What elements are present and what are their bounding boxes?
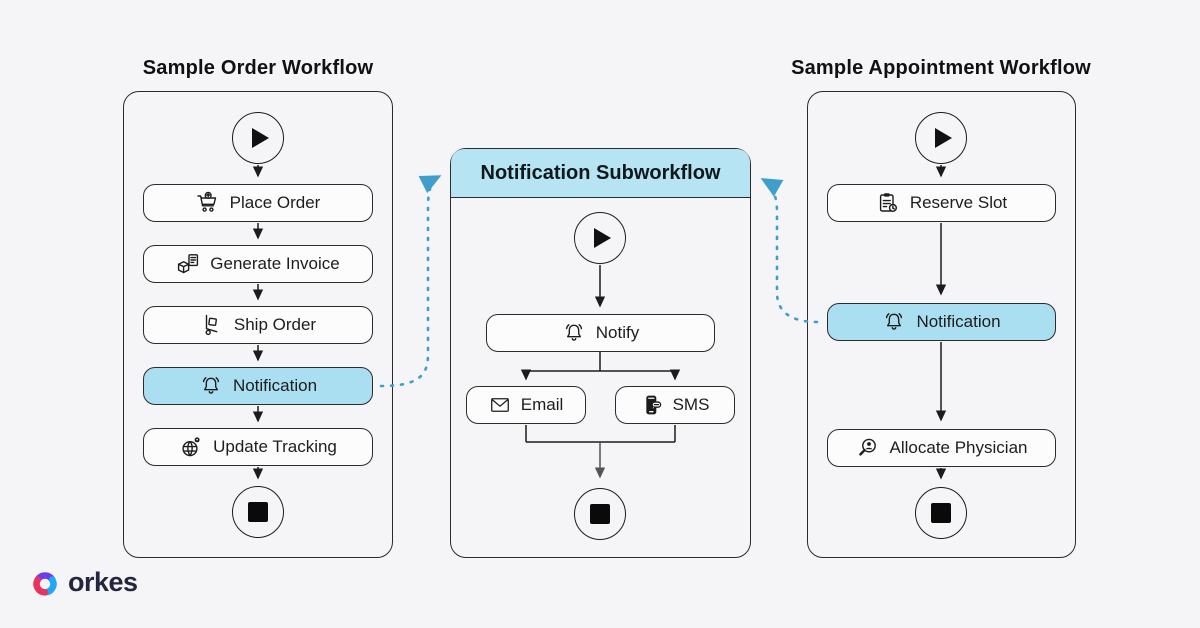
globe-pin-icon xyxy=(179,435,203,459)
node-label: Notify xyxy=(595,323,640,342)
subworkflow-header: Notification Subworkflow xyxy=(451,149,750,198)
stop-icon xyxy=(248,502,268,522)
appointment-start-node xyxy=(915,112,967,164)
appointment-workflow-panel xyxy=(807,91,1076,558)
clipboard-clock-icon xyxy=(876,191,900,215)
node-label: Reserve Slot xyxy=(909,193,1008,212)
node-email: Email xyxy=(466,386,586,424)
node-notification-appointment: Notification xyxy=(827,303,1056,341)
node-update-tracking: Update Tracking xyxy=(143,428,373,466)
order-end-node xyxy=(232,486,284,538)
stop-icon xyxy=(590,504,610,524)
node-sms: SMS xyxy=(615,386,735,424)
subworkflow-title: Notification Subworkflow xyxy=(480,161,721,184)
node-place-order: Place Order xyxy=(143,184,373,222)
node-label: Email xyxy=(520,395,564,414)
node-notification-order: Notification xyxy=(143,367,373,405)
subworkflow-panel: Notification Subworkflow xyxy=(450,148,751,558)
play-icon xyxy=(252,128,269,148)
node-notify: Notify xyxy=(486,314,715,352)
magnifier-person-icon xyxy=(856,436,880,460)
stop-icon xyxy=(931,503,951,523)
node-label: Generate Invoice xyxy=(210,254,340,273)
subworkflow-end-node xyxy=(574,488,626,540)
node-label: SMS xyxy=(672,395,710,414)
node-label: Place Order xyxy=(229,193,321,212)
handtruck-icon xyxy=(200,313,224,337)
play-icon xyxy=(935,128,952,148)
node-label: Notification xyxy=(232,376,318,395)
play-icon xyxy=(594,228,611,248)
envelope-icon xyxy=(489,394,511,416)
appointment-workflow-title: Sample Appointment Workflow xyxy=(791,57,1091,79)
order-start-node xyxy=(232,112,284,164)
node-label: Update Tracking xyxy=(213,437,337,456)
node-ship-order: Ship Order xyxy=(143,306,373,344)
orkes-logo-icon xyxy=(30,568,60,598)
node-label: Notification xyxy=(916,312,1001,331)
node-allocate-physician: Allocate Physician xyxy=(827,429,1056,467)
appointment-end-node xyxy=(915,487,967,539)
bell-icon xyxy=(199,374,223,398)
phone-sms-icon xyxy=(641,394,663,416)
node-generate-invoice: Generate Invoice xyxy=(143,245,373,283)
orkes-logo-text: orkes xyxy=(68,567,138,597)
node-label: Ship Order xyxy=(233,315,317,334)
node-reserve-slot: Reserve Slot xyxy=(827,184,1056,222)
node-label: Allocate Physician xyxy=(889,438,1028,457)
orkes-logo: orkes xyxy=(30,567,138,598)
bell-icon xyxy=(562,321,586,345)
subworkflow-start-node xyxy=(574,212,626,264)
order-workflow-title: Sample Order Workflow xyxy=(142,57,374,79)
bell-icon xyxy=(882,310,906,334)
invoice-box-icon xyxy=(176,252,200,276)
cart-icon xyxy=(196,191,220,215)
